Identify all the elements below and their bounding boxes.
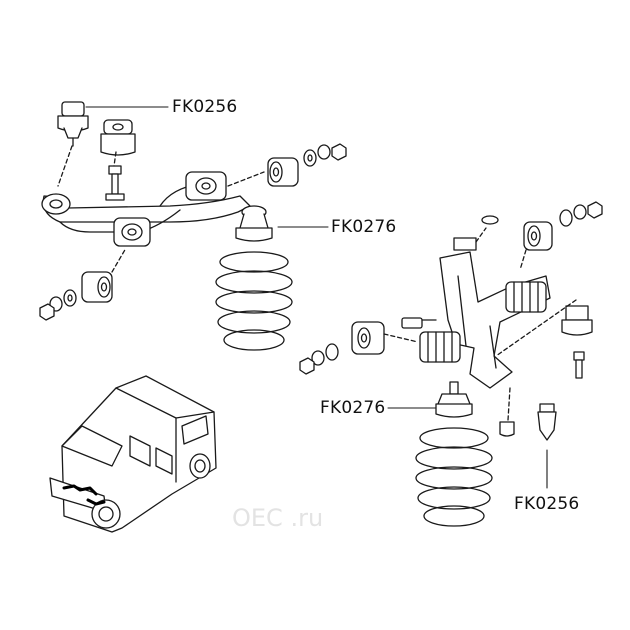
left-coil-spring: [215, 251, 293, 351]
right-ball-joint-small: [499, 403, 557, 441]
left-ball-joint-lower: [235, 205, 273, 242]
left-ball-joint-bush: [100, 119, 136, 156]
right-ribbed-bush: [505, 281, 547, 313]
watermark: OEC .ru: [232, 504, 324, 532]
arm-bush-front: [113, 217, 151, 247]
right-bush-exploded-left: [299, 317, 437, 375]
arm-bush-rear: [185, 171, 227, 201]
right-coil-spring: [415, 427, 493, 527]
arm-bush-exploded-right: [267, 143, 347, 187]
left-ball-joint-upper: [57, 101, 89, 147]
left-bolt-vertical: [105, 165, 125, 201]
part-label-fk0276-top-center: FK0276: [331, 217, 397, 237]
right-ball-joint-lower: [435, 381, 473, 418]
part-label-fk0256-top-left: FK0256: [172, 97, 238, 117]
right-ribbed-bush-left: [419, 331, 461, 363]
right-wishbone-assembly: [299, 201, 603, 527]
right-bush-exploded-top: [523, 201, 603, 251]
van-illustration: [49, 375, 217, 533]
right-ball-joint-exploded: [561, 305, 593, 379]
part-label-fk0256-bottom-right: FK0256: [514, 494, 580, 514]
right-top-stub: [453, 215, 499, 251]
part-label-fk0276-mid-right: FK0276: [320, 398, 386, 418]
left-wishbone-assembly: [39, 101, 347, 351]
arm-bush-exploded-left: [39, 271, 113, 321]
